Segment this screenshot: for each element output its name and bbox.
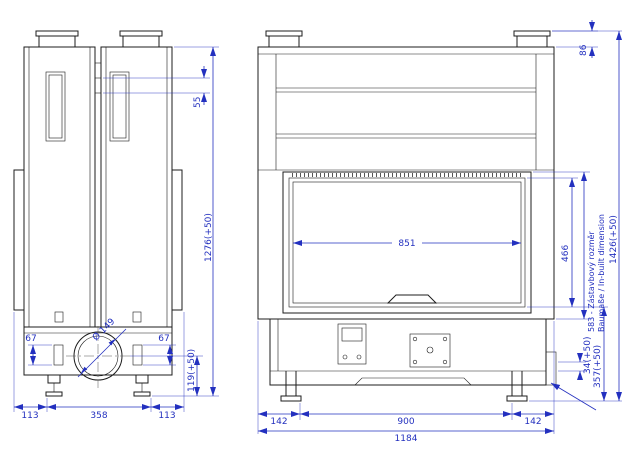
dim-front-overall-width: 1184 (395, 434, 418, 444)
dim-gap: 55 (193, 97, 203, 108)
dim-base-height: 357(+50) (593, 345, 603, 388)
dim-front-bottom-right: 142 (524, 417, 541, 427)
dim-side-overall-height: 1276(+50) (204, 213, 214, 262)
dim-side-bottom-center: 358 (90, 411, 107, 421)
burner-deflector (386, 294, 438, 304)
dim-right-detail: 67 (158, 334, 169, 344)
dim-flue-axis-height: 119(+50) (187, 349, 197, 392)
dim-left-detail: 67 (25, 334, 36, 344)
dim-front-overall-height: 1426(+50) (609, 215, 619, 264)
side-top-lugs (35, 30, 163, 48)
dim-inbuilt-line2: Baumaße / In-built dimension (597, 214, 606, 332)
dim-bracket-height: 86 (579, 44, 589, 56)
dim-front-bottom-left: 142 (270, 417, 287, 427)
front-top-lugs (265, 30, 551, 48)
front-feet (280, 371, 528, 402)
dim-step-height: 34(+50) (583, 337, 593, 374)
front-view: 86 851 466 583 - Zástavbový rozměr Bauma… (257, 20, 622, 444)
side-view: 55 1276(+50) 119(+50) 67 67 Ø 149 (13, 30, 219, 421)
dim-inbuilt-line1: 583 - Zástavbový rozměr (587, 231, 596, 332)
dim-opening-width: 851 (398, 239, 415, 249)
dim-side-bottom-left: 113 (21, 411, 38, 421)
dim-front-bottom-center: 900 (397, 417, 414, 427)
dim-side-bottom-right: 113 (158, 411, 175, 421)
front-base (269, 318, 557, 386)
dim-opening-height: 466 (561, 245, 571, 262)
front-dimensions: 86 851 466 583 - Zástavbový rozměr Bauma… (257, 20, 622, 444)
side-feet (45, 374, 151, 397)
